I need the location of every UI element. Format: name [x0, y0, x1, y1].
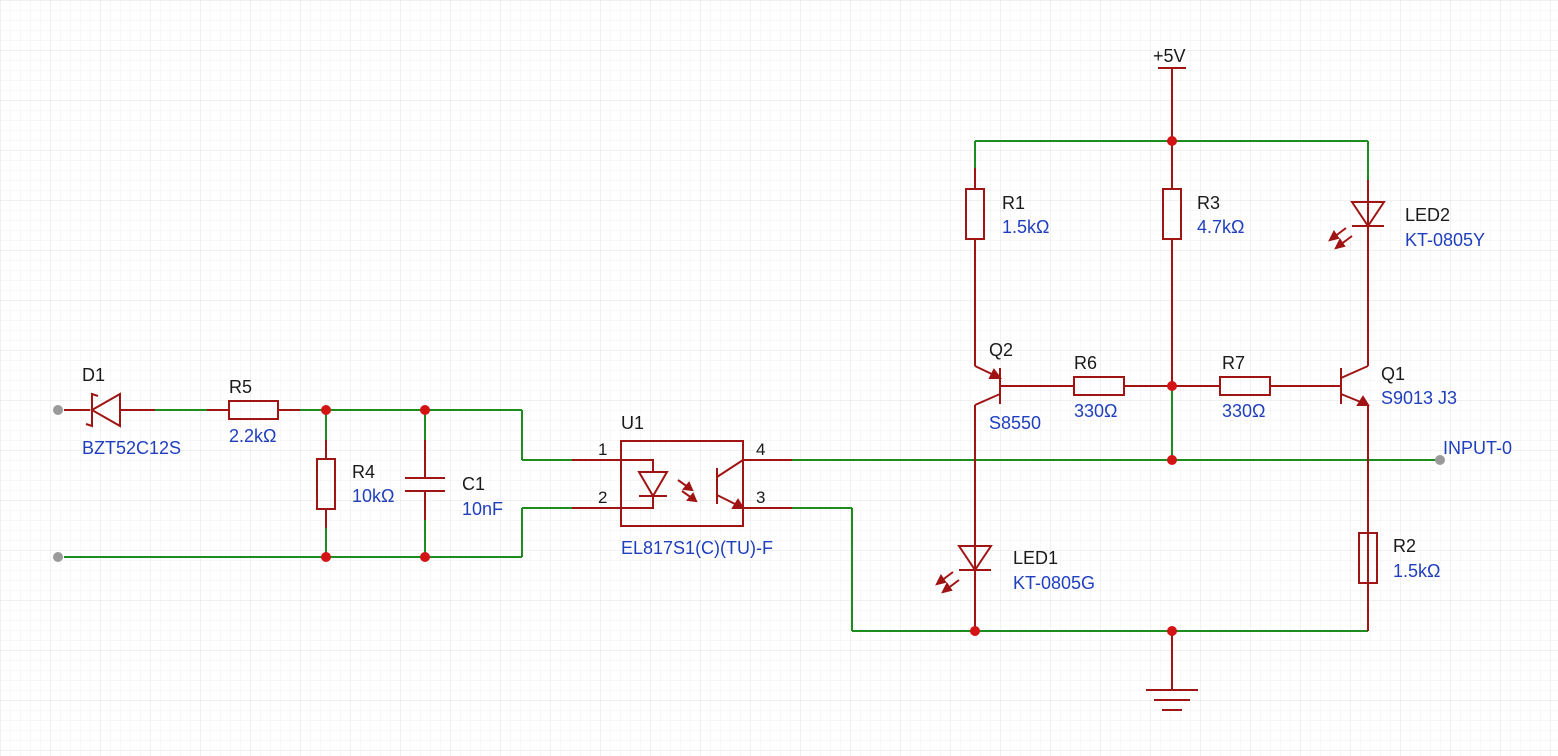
- transistor-q2[interactable]: Q2 S8550: [974, 340, 1041, 433]
- led1-value: KT-0805G: [1013, 573, 1095, 593]
- terminal-input-top: [53, 405, 63, 415]
- terminals: [53, 405, 1445, 562]
- r7-ref: R7: [1222, 353, 1245, 373]
- r1-ref: R1: [1002, 193, 1025, 213]
- resistor-r6[interactable]: R6 330Ω: [1073, 353, 1125, 421]
- r6-ref: R6: [1074, 353, 1097, 373]
- junction-dot: [1167, 381, 1177, 391]
- junction-dot: [970, 626, 980, 636]
- led1-ref: LED1: [1013, 548, 1058, 568]
- q2-value: S8550: [989, 413, 1041, 433]
- r5-ref: R5: [229, 377, 252, 397]
- r1-value: 1.5kΩ: [1002, 217, 1049, 237]
- transistor-q1[interactable]: Q1 S9013 J3: [1340, 364, 1457, 408]
- u1-ref: U1: [621, 413, 644, 433]
- junction-dot: [321, 552, 331, 562]
- r5-value: 2.2kΩ: [229, 426, 276, 446]
- junction-dot: [420, 552, 430, 562]
- u1-value: EL817S1(C)(TU)-F: [621, 538, 773, 558]
- r4-ref: R4: [352, 462, 375, 482]
- q2-ref: Q2: [989, 340, 1013, 360]
- resistor-r3[interactable]: R3 4.7kΩ: [1162, 188, 1244, 240]
- u1-pin3: 3: [756, 488, 765, 507]
- junction-dot: [420, 405, 430, 415]
- d1-value: BZT52C12S: [82, 438, 181, 458]
- optocoupler-u1[interactable]: U1 1 2 4 3 EL817S1(C)(TU)-F: [572, 413, 792, 558]
- resistor-r4[interactable]: R4 10kΩ: [316, 458, 394, 510]
- d1-ref: D1: [82, 365, 105, 385]
- resistor-r1[interactable]: R1 1.5kΩ: [965, 188, 1049, 240]
- capacitor-c1[interactable]: C1 10nF: [405, 474, 503, 519]
- u1-pin1: 1: [598, 440, 607, 459]
- zener-diode-d1[interactable]: D1 BZT52C12S: [82, 365, 181, 458]
- junction-dot: [321, 405, 331, 415]
- input-net-label: INPUT-0: [1443, 438, 1512, 458]
- resistor-r2[interactable]: R2 1.5kΩ: [1358, 532, 1440, 584]
- c1-ref: C1: [462, 474, 485, 494]
- ground-symbol: [1146, 689, 1198, 711]
- r6-value: 330Ω: [1074, 401, 1118, 421]
- junctions: [321, 136, 1177, 636]
- junction-dot: [1167, 626, 1177, 636]
- q1-value: S9013 J3: [1381, 388, 1457, 408]
- r4-value: 10kΩ: [352, 486, 394, 506]
- power-net-label: +5V: [1153, 46, 1186, 66]
- terminal-input-bottom: [53, 552, 63, 562]
- r7-value: 330Ω: [1222, 401, 1266, 421]
- r2-value: 1.5kΩ: [1393, 561, 1440, 581]
- led2-ref: LED2: [1405, 205, 1450, 225]
- r3-value: 4.7kΩ: [1197, 217, 1244, 237]
- led2-value: KT-0805Y: [1405, 230, 1485, 250]
- led-led1[interactable]: LED1 KT-0805G: [935, 545, 1095, 594]
- terminal-input-0: [1435, 455, 1445, 465]
- resistor-r7[interactable]: R7 330Ω: [1219, 353, 1271, 421]
- junction-dot: [1167, 136, 1177, 146]
- u1-pin2: 2: [598, 488, 607, 507]
- q1-ref: Q1: [1381, 364, 1405, 384]
- r2-ref: R2: [1393, 536, 1416, 556]
- r3-ref: R3: [1197, 193, 1220, 213]
- component-leads: [64, 67, 1369, 631]
- resistor-r5[interactable]: R5 2.2kΩ: [228, 377, 279, 446]
- junction-dot: [1167, 455, 1177, 465]
- c1-value: 10nF: [462, 499, 503, 519]
- u1-pin4: 4: [756, 440, 765, 459]
- led-led2[interactable]: LED2 KT-0805Y: [1328, 201, 1485, 250]
